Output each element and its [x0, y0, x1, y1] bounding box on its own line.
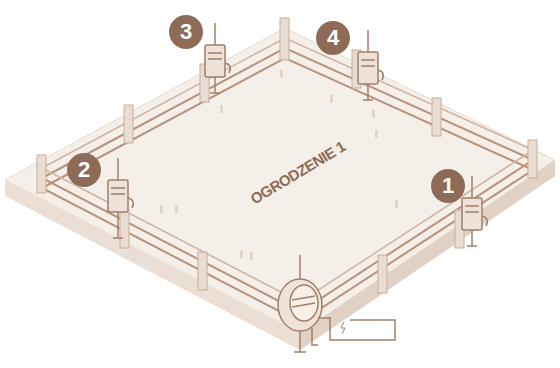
- callout-number: 2: [67, 153, 101, 187]
- callout-number: 1: [431, 169, 465, 203]
- callout-number: 4: [316, 21, 350, 55]
- callout-number: 3: [169, 15, 203, 49]
